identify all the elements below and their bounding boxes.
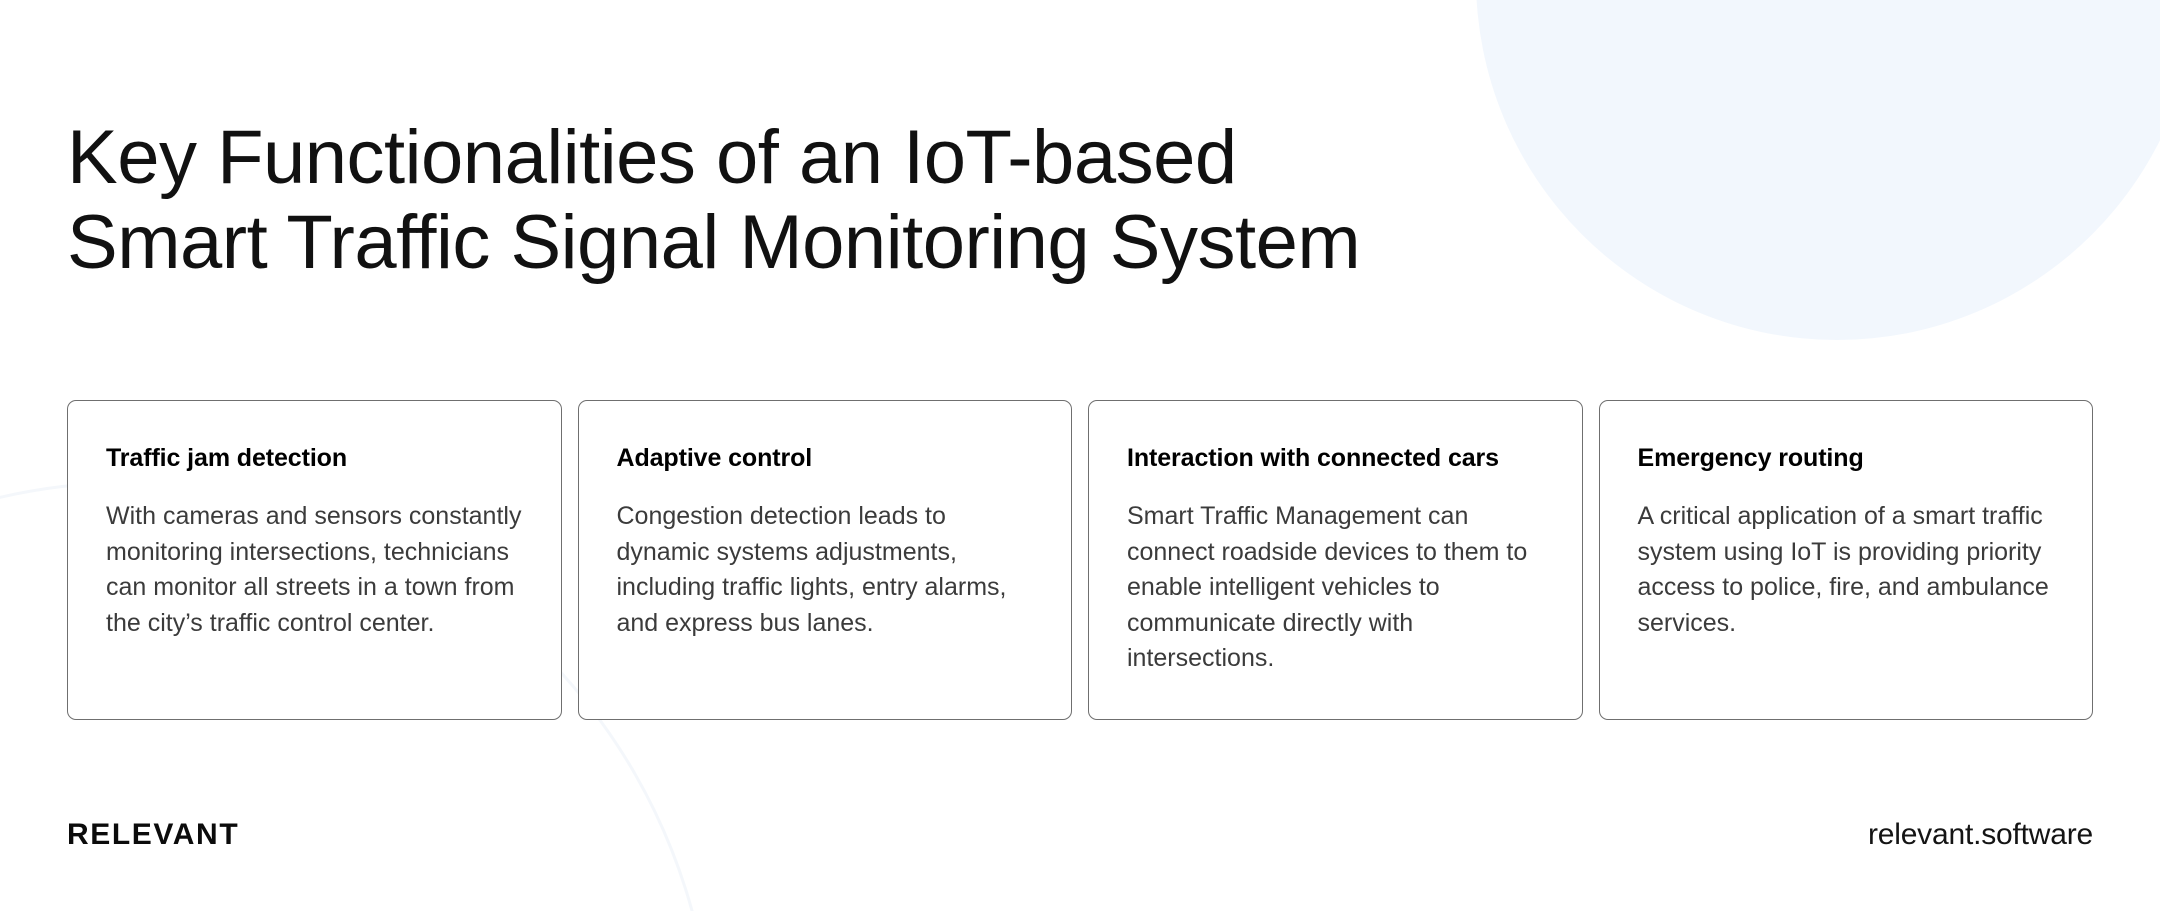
feature-card-list: Traffic jam detection With cameras and s…: [67, 400, 2093, 720]
feature-card-emergency-routing: Emergency routing A critical application…: [1598, 400, 2093, 720]
card-body: Congestion detection leads to dynamic sy…: [616, 502, 1007, 637]
card-title: Interaction with connected cars: [1127, 444, 1499, 472]
feature-card-interaction-with-connected-cars: Interaction with connected cars Smart Tr…: [1088, 400, 1583, 720]
card-body: A critical application of a smart traffi…: [1637, 502, 2049, 637]
feature-card-adaptive-control: Adaptive control Congestion detection le…: [577, 400, 1072, 720]
card-title: Traffic jam detection: [106, 444, 348, 472]
page-title: Key Functionalities of an IoT-based Smar…: [67, 114, 1361, 286]
slide-footer: RELEVANT relevant.software: [67, 818, 2093, 852]
brand-website-url: relevant.software: [1867, 818, 2093, 851]
brand-logo: RELEVANT: [67, 818, 240, 851]
card-title: Adaptive control: [616, 444, 813, 472]
card-title: Emergency routing: [1637, 444, 1864, 472]
card-body: Smart Traffic Management can connect roa…: [1127, 502, 1528, 672]
card-body: With cameras and sensors constantly moni…: [106, 502, 522, 637]
feature-card-traffic-jam-detection: Traffic jam detection With cameras and s…: [67, 400, 562, 720]
